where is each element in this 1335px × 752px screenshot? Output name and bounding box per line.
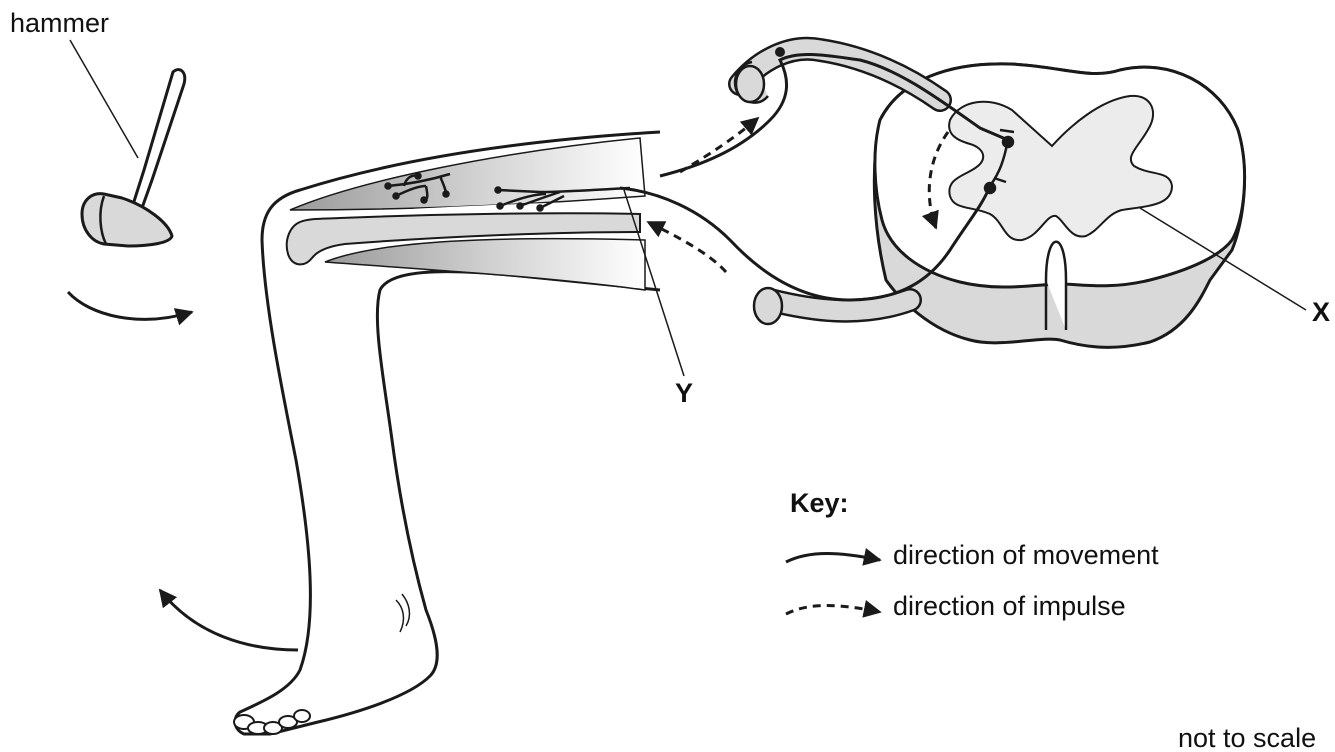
impulse-arrow-sensory xyxy=(680,118,758,172)
hammer-leader-line xyxy=(70,40,138,158)
impulse-arrow-motor xyxy=(648,222,726,272)
toes xyxy=(234,710,310,734)
y-label: Y xyxy=(675,378,693,409)
key-impulse-arrow xyxy=(786,606,880,615)
not-to-scale-note: not to scale xyxy=(1178,723,1316,752)
key-title: Key: xyxy=(790,488,849,519)
hammer-swing-arrow xyxy=(68,292,192,319)
hammer-label: hammer xyxy=(10,8,109,39)
hammer-icon xyxy=(82,70,185,246)
key-movement-arrow xyxy=(786,554,880,563)
key-movement-label: direction of movement xyxy=(893,540,1159,571)
key-impulse-label: direction of impulse xyxy=(893,591,1126,622)
leg-movement-arrow xyxy=(160,590,298,650)
x-label: X xyxy=(1312,297,1330,328)
